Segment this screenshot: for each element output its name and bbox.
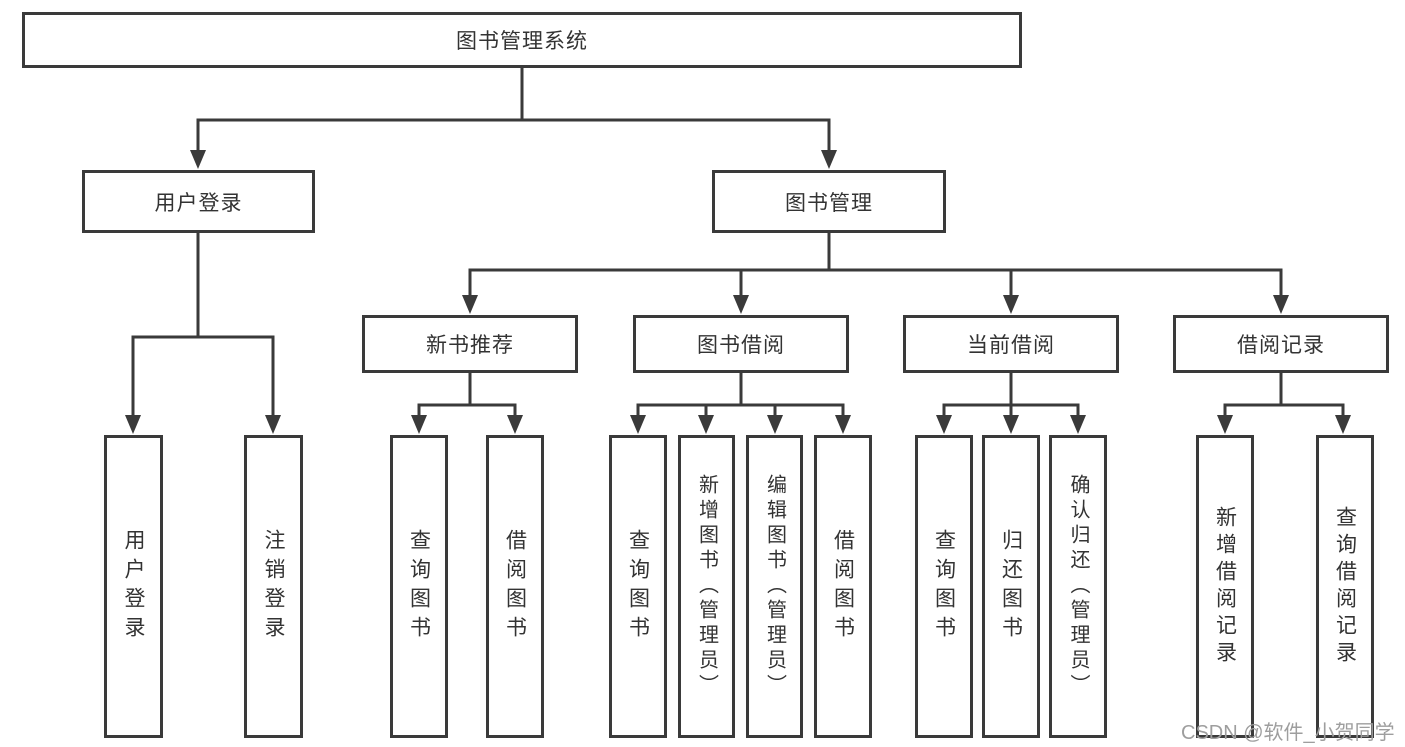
node-new-book-recommend: 新书推荐: [362, 315, 578, 373]
leaf-user-login: 用户登录: [104, 435, 163, 738]
leaf-current-query-books: 查询图书: [915, 435, 973, 738]
leaf-borrow-edit-books-admin: 编辑图书（管理员）: [746, 435, 803, 738]
leaf-newbook-borrow-books: 借阅图书: [486, 435, 544, 738]
leaf-borrow-add-books-admin: 新增图书（管理员）: [678, 435, 735, 738]
node-label: 归还图书: [999, 528, 1023, 645]
node-label: 用户登录: [154, 191, 243, 215]
node-label: 借阅图书: [503, 528, 527, 645]
leaf-newbook-query-books: 查询图书: [390, 435, 448, 738]
node-label: 当前借阅: [967, 334, 1055, 357]
leaf-records-query-record: 查询借阅记录: [1316, 435, 1374, 738]
node-label: 查询图书: [407, 528, 431, 645]
node-user-login: 用户登录: [82, 170, 315, 233]
node-label: 图书管理: [785, 191, 873, 215]
leaf-current-confirm-return-admin: 确认归还（管理员）: [1049, 435, 1107, 738]
csdn-watermark: CSDN @软件_小贺同学: [1181, 722, 1395, 744]
leaf-current-return-books: 归还图书: [982, 435, 1040, 738]
node-label: 注销登录: [262, 528, 285, 645]
node-label: 新书推荐: [426, 334, 514, 357]
node-label: 借阅记录: [1237, 334, 1325, 357]
node-borrow-records: 借阅记录: [1173, 315, 1389, 373]
node-label: 确认归还（管理员）: [1067, 474, 1089, 699]
node-root: 图书管理系统: [22, 12, 1022, 68]
node-label: 新增借阅记录: [1213, 505, 1237, 668]
node-book-management: 图书管理: [712, 170, 946, 233]
node-book-borrow: 图书借阅: [633, 315, 849, 373]
leaf-borrow-borrow-books: 借阅图书: [814, 435, 872, 738]
leaf-borrow-query-books: 查询图书: [609, 435, 667, 738]
leaf-records-add-record: 新增借阅记录: [1196, 435, 1254, 738]
node-label: 图书借阅: [697, 334, 785, 357]
node-current-borrow: 当前借阅: [903, 315, 1119, 373]
node-label: 查询图书: [626, 528, 650, 645]
node-label: 新增图书（管理员）: [695, 474, 718, 699]
leaf-logout: 注销登录: [244, 435, 303, 738]
node-label: 用户登录: [122, 528, 145, 645]
node-label: 借阅图书: [831, 528, 855, 645]
node-label: 查询借阅记录: [1333, 505, 1357, 668]
node-label: 查询图书: [932, 528, 956, 645]
node-label: 编辑图书（管理员）: [763, 474, 786, 699]
node-label: 图书管理系统: [456, 30, 588, 53]
